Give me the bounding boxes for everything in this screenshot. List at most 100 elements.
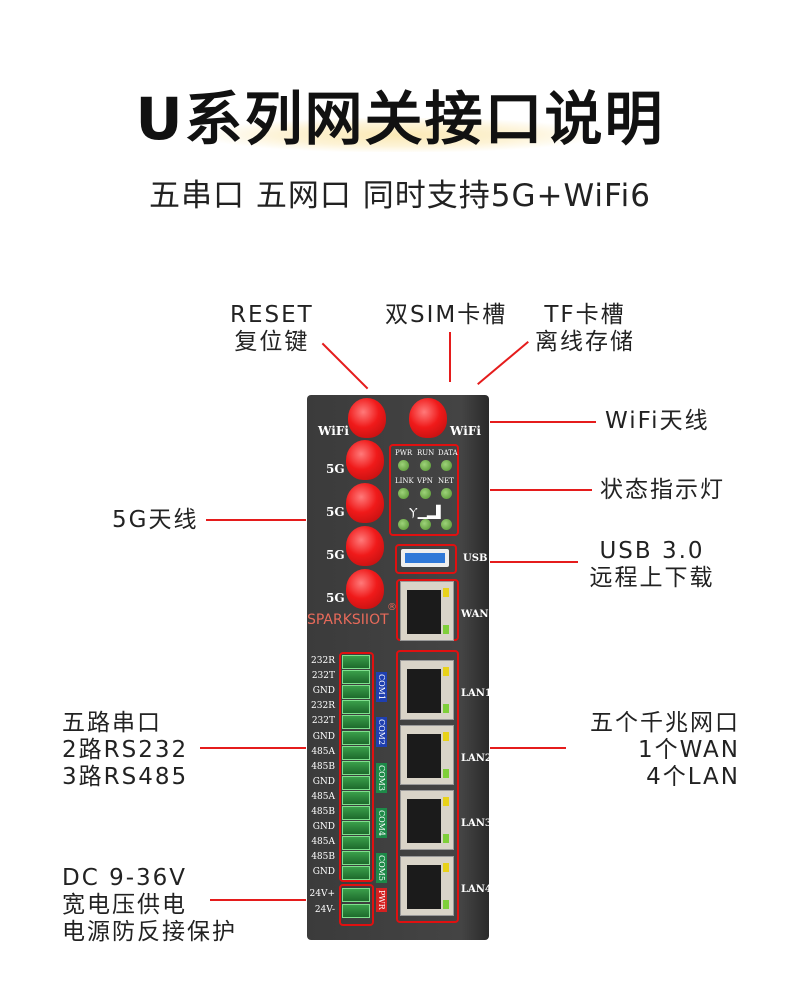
com-label-com5: COM5 — [376, 853, 387, 884]
terminal-pin — [342, 730, 370, 745]
callout-serial-line2: 2路RS232 — [62, 737, 189, 763]
terminal-label: 232R — [311, 656, 335, 666]
led-label-vpn: VPN — [417, 477, 433, 485]
wifi-label-2: WiFi — [450, 424, 481, 438]
wifi-antenna-2 — [409, 398, 447, 438]
title-highlight — [210, 118, 590, 152]
port-label-lan1: LAN1 — [461, 688, 492, 699]
port-label-lan3: LAN3 — [461, 818, 492, 829]
terminal-pin — [342, 851, 370, 866]
terminal-label: GND — [312, 776, 335, 787]
status-led — [398, 488, 409, 499]
ethernet-port-lan1 — [400, 660, 454, 720]
brand-logo: SPARKSIIOT — [307, 612, 389, 628]
terminal-label: GND — [312, 867, 335, 878]
led-label-run: RUN — [417, 449, 435, 457]
terminal-pin — [342, 760, 370, 775]
status-led — [420, 460, 431, 471]
5g-antenna — [346, 526, 384, 566]
callout-ethernet-line2: 1个WAN — [637, 737, 740, 763]
ethernet-port-lan4 — [400, 856, 454, 916]
signal-icon: Ⲩ▁▂▌ — [409, 505, 446, 519]
terminal-pin — [342, 700, 370, 715]
terminal-label: 485A — [311, 746, 335, 757]
callout-serial-line1: 五路串口 — [62, 710, 162, 736]
5g-antenna — [346, 483, 384, 523]
terminal-label: 485B — [311, 761, 335, 772]
callout-5g: 5G天线 — [112, 507, 199, 533]
led-label-net: NET — [438, 477, 454, 485]
signal-led — [441, 519, 452, 530]
callout-leds: 状态指示灯 — [600, 477, 725, 503]
callout-usb-line1: USB 3.0 — [599, 538, 705, 564]
callout-reset-line2: 复位键 — [234, 329, 310, 355]
usb-port — [401, 549, 449, 567]
terminal-label: 232R — [311, 701, 335, 712]
ethernet-port-lan2 — [400, 725, 454, 785]
status-led — [441, 488, 452, 499]
terminal-pin — [342, 775, 370, 790]
ethernet-port-lan3 — [400, 790, 454, 850]
terminal-pin — [342, 790, 370, 805]
callout-sim: 双SIM卡槽 — [385, 302, 508, 328]
leader-line-tf — [477, 341, 529, 385]
com-label-com2: COM2 — [376, 717, 387, 748]
com-label-com1: COM1 — [376, 672, 387, 702]
terminal-pin — [342, 715, 370, 730]
callout-power-line1: DC 9-36V — [62, 865, 188, 891]
led-label-pwr: PWR — [395, 449, 413, 457]
serial-terminal-frame — [339, 652, 374, 882]
leader-line-sim — [449, 332, 451, 382]
power-terminal-frame — [339, 884, 374, 926]
ethernet-port-wan — [400, 581, 454, 641]
leader-line-5g — [206, 519, 306, 521]
leader-line-power — [210, 899, 306, 901]
terminal-pin — [342, 836, 370, 851]
port-label-lan4: LAN4 — [461, 884, 492, 895]
signal-led — [420, 519, 431, 530]
leader-line-reset — [321, 342, 369, 390]
leader-line-wifi — [490, 421, 596, 423]
terminal-label: GND — [312, 822, 335, 833]
terminal-pin — [342, 904, 370, 918]
callout-tf-line2: 离线存储 — [535, 329, 635, 355]
status-led — [441, 460, 452, 471]
signal-led — [398, 519, 409, 530]
com-label-com4: COM4 — [376, 807, 387, 838]
registered-mark: ® — [387, 602, 397, 613]
leader-line-ethernet — [490, 747, 566, 749]
terminal-label: 232T — [311, 671, 335, 682]
terminal-label: 485B — [311, 852, 335, 863]
terminal-label: GND — [312, 731, 335, 742]
lan-ports-frame — [396, 650, 459, 923]
5g-label: 5G — [326, 462, 345, 476]
callout-tf: TF卡槽离线存储 — [535, 302, 635, 356]
callout-serial-line3: 3路RS485 — [62, 764, 189, 790]
leader-line-usb — [490, 561, 578, 563]
5g-label: 5G — [326, 591, 345, 605]
led-label-link: LINK — [395, 477, 414, 485]
com-label-com3: COM3 — [376, 762, 387, 793]
page-subtitle: 五串口 五网口 同时支持5G+WiFi6 — [149, 178, 651, 214]
leader-line-leds — [490, 489, 592, 491]
terminal-pin — [342, 685, 370, 700]
5g-antenna — [346, 440, 384, 480]
5g-label: 5G — [326, 548, 345, 562]
callout-usb-line2: 远程上下载 — [589, 565, 715, 591]
terminal-label: 232T — [311, 716, 335, 727]
5g-antenna — [346, 569, 384, 609]
wifi-antenna-1 — [348, 398, 386, 438]
terminal-pin — [342, 888, 370, 902]
terminal-pin — [342, 670, 370, 685]
page-title: U系列网关接口说明 — [135, 85, 665, 153]
com-label-pwr: PWR — [376, 888, 387, 912]
callout-power-line2: 宽电压供电 — [62, 892, 187, 918]
port-label-lan2: LAN2 — [461, 753, 492, 764]
terminal-pin — [342, 821, 370, 836]
status-led — [398, 460, 409, 471]
